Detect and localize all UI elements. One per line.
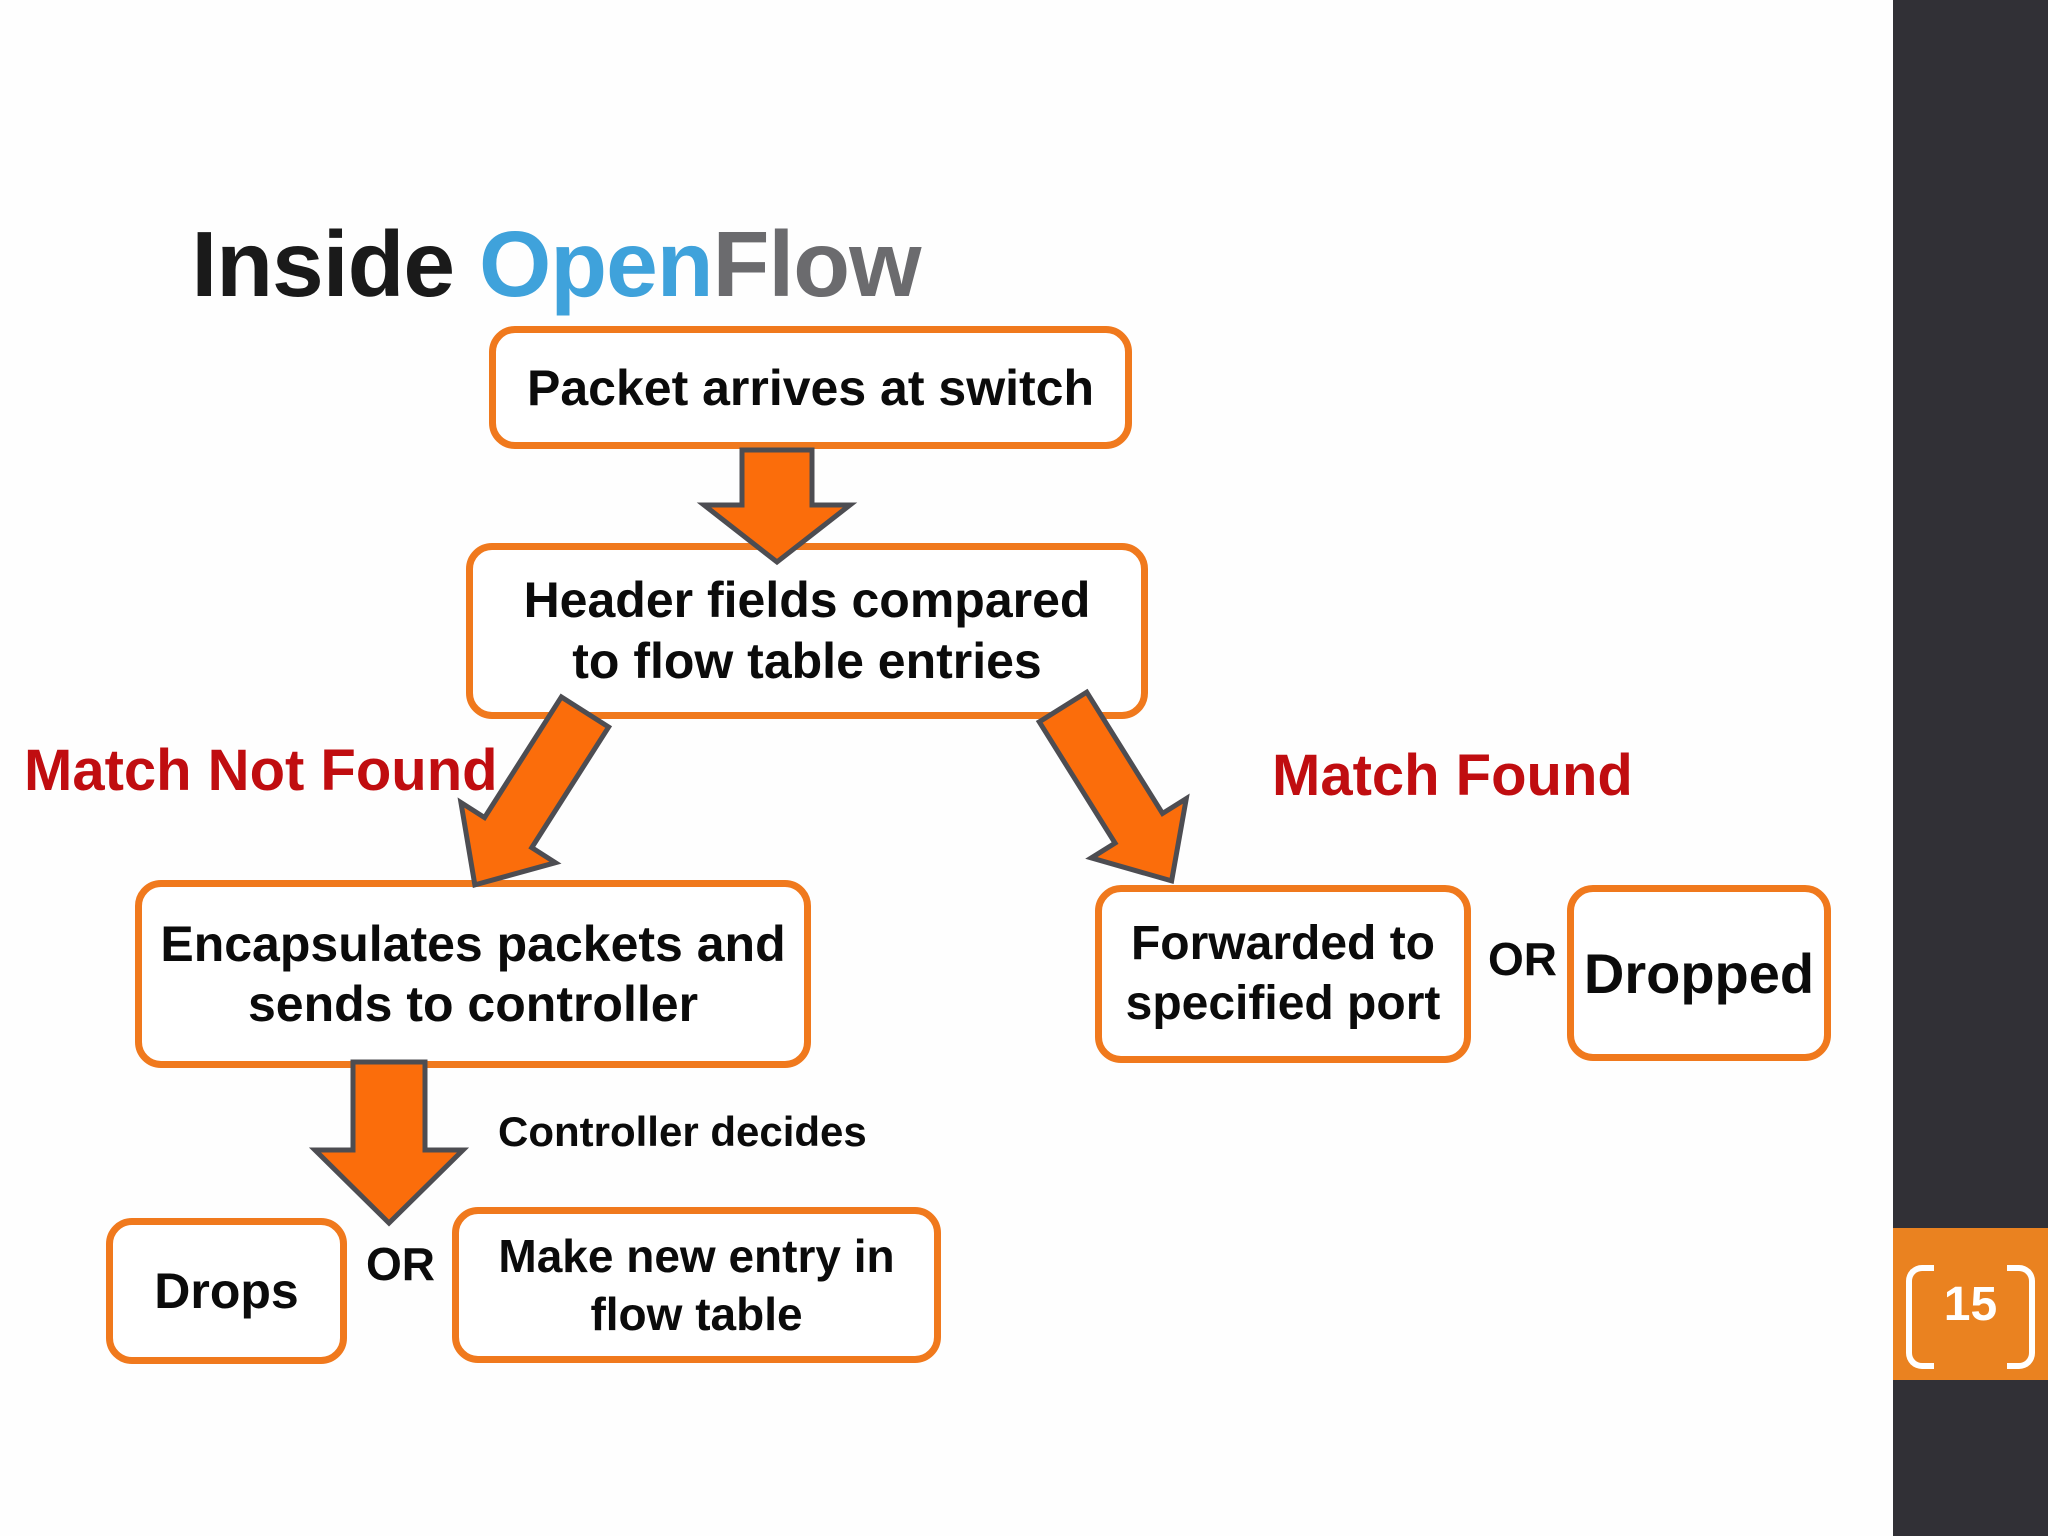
label-or-right: OR: [1488, 933, 1557, 985]
flow-box-new-entry-line2: flow table: [590, 1288, 803, 1340]
sidebar: 15: [1893, 0, 2048, 1536]
title-part-inside: Inside: [191, 212, 479, 316]
flow-box-drops-text: Drops: [154, 1263, 299, 1319]
slide-title: Inside OpenFlow: [92, 104, 922, 425]
flow-box-packet-arrives: Packet arrives at switch: [489, 326, 1132, 449]
flow-box-encapsulates: Encapsulates packets and sends to contro…: [135, 880, 811, 1068]
bracket-left-icon: [1906, 1265, 1934, 1369]
label-match-found: Match Found: [1272, 743, 1633, 808]
flow-box-new-entry-line1: Make new entry in: [498, 1230, 895, 1282]
bracket-right-icon: [2007, 1265, 2035, 1369]
flow-box-encapsulates-line1: Encapsulates packets and: [160, 916, 786, 972]
flow-box-forwarded-line1: Forwarded to: [1130, 917, 1435, 970]
label-match-not-found: Match Not Found: [24, 738, 498, 803]
page-number-plate: 15: [1893, 1228, 2048, 1380]
title-part-open: Open: [478, 212, 714, 316]
flow-box-header-fields-line1: Header fields compared: [523, 572, 1091, 628]
flow-box-drops: Drops: [106, 1218, 347, 1364]
title-part-flow: Flow: [712, 212, 922, 316]
flow-box-forwarded: Forwarded to specified port: [1095, 885, 1471, 1063]
arrow-down-controller-icon: [308, 1059, 470, 1227]
flow-box-header-fields-line2: to flow table entries: [572, 633, 1042, 689]
page-number: 15: [1943, 1277, 1998, 1331]
flow-box-forwarded-line2: specified port: [1125, 977, 1441, 1030]
flow-box-dropped-text: Dropped: [1583, 941, 1815, 1005]
label-or-left: OR: [366, 1238, 435, 1290]
flow-box-encapsulates-line2: sends to controller: [247, 976, 699, 1032]
flow-box-new-entry: Make new entry in flow table: [452, 1207, 941, 1363]
flow-box-dropped: Dropped: [1567, 885, 1831, 1061]
flow-box-header-fields: Header fields compared to flow table ent…: [466, 543, 1148, 719]
flow-box-packet-arrives-text: Packet arrives at switch: [527, 359, 1094, 416]
label-controller-decides: Controller decides: [498, 1108, 867, 1155]
